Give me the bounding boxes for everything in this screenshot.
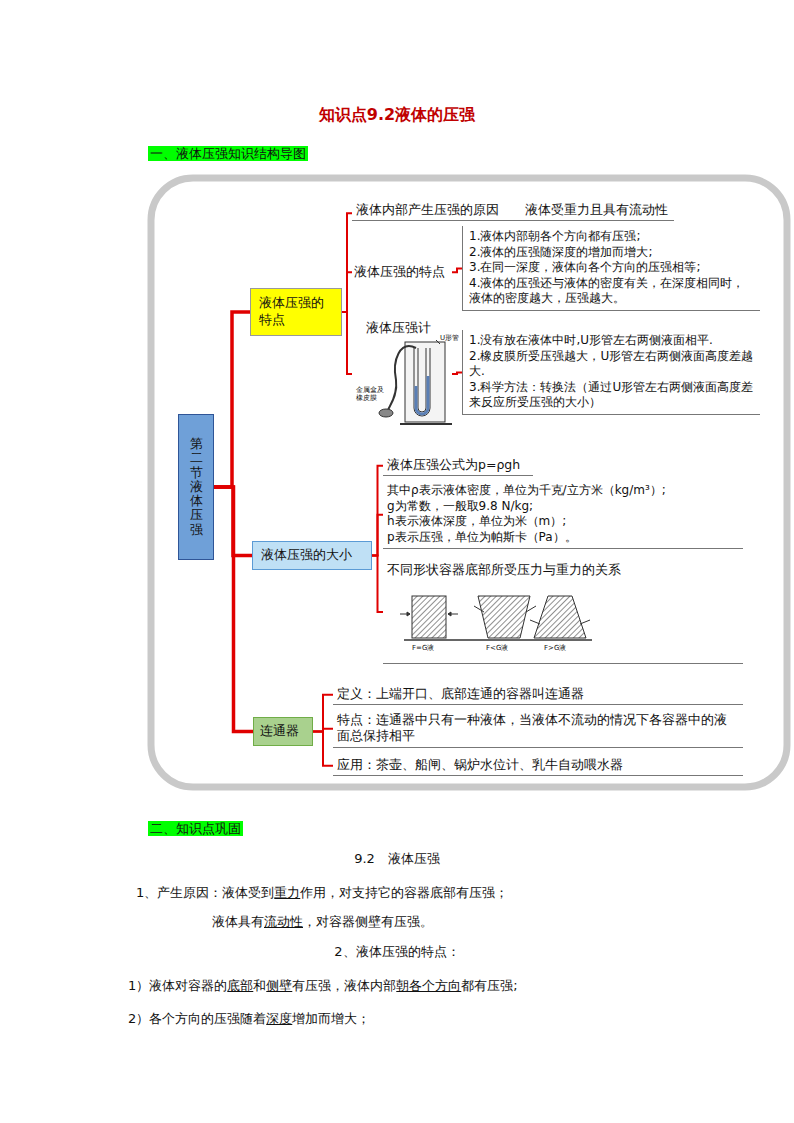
body-text: 朝各个方向 (396, 978, 461, 993)
leaf-item: 特点：连通器中只有一种液体，当液体不流动的情况下各容器中的液面总保持相平 (333, 710, 743, 748)
container-figure (400, 596, 592, 640)
text-line: 2、液体压强的特点： (0, 943, 794, 961)
figure-label: F>G液 (544, 644, 584, 652)
text-line: 9.2 液体压强 (0, 850, 794, 868)
node-text: 不同形状容器底部所受压力与重力的关系 (387, 562, 739, 578)
body-text: 2）各个方向的压强随着 (128, 1011, 266, 1026)
body-text: 作用，对支持它的容器底部有压强； (300, 885, 508, 900)
body-text: 2、液体压强的特点： (334, 944, 459, 959)
node-text: 1.没有放在液体中时,U形管左右两侧液面相平. (469, 333, 754, 349)
branch-box: 连通器 (253, 717, 313, 746)
body-text: 1）液体对容器的 (128, 978, 227, 993)
branch-connector (342, 213, 352, 312)
branch-connector (214, 312, 250, 487)
node-text: 定义：上端开口、底部连通的容器叫连通器 (337, 686, 739, 702)
leaf-item: 液体压强公式为p=ρgh (383, 455, 533, 476)
branch-connector (372, 555, 383, 612)
branch-connector (452, 372, 462, 374)
text-line: 2）各个方向的压强随着深度增加而增大； (128, 1010, 370, 1028)
text-line: 液体具有流动性，对容器侧壁有压强。 (212, 913, 433, 931)
body-text: 液体具有 (212, 914, 264, 929)
body-text: 9.2 液体压强 (354, 851, 440, 866)
body-text: 流动性 (264, 914, 303, 929)
node-text: 第二节液体压强 (190, 437, 203, 537)
leaf-item: 液体内部产生压强的原因 液体受重力且具有流动性 (352, 200, 674, 221)
branch-box: 液体压强的大小 (252, 541, 372, 570)
figure-label: U形管 (440, 334, 470, 342)
node-text: 液体压强公式为p=ρgh (387, 457, 529, 473)
text-line: 二、知识点巩固 (148, 820, 243, 838)
body-text: 深度 (266, 1011, 292, 1026)
branch-connector (372, 515, 383, 556)
body-text: 和 (253, 978, 266, 993)
body-text: 都有压强; (461, 978, 517, 993)
center-node: 第二节液体压强 (178, 414, 214, 560)
leaf-list: 1.没有放在液体中时,U形管左右两侧液面相平.2.橡皮膜所受压强越大，U形管左右… (462, 330, 760, 415)
leaf-item: 应用：茶壶、船闸、锅炉水位计、乳牛自动喂水器 (333, 755, 743, 776)
pressure-gauge (379, 340, 452, 424)
gauge-box: 液体压强计 (352, 318, 452, 430)
map-frame (151, 178, 787, 787)
branch-connector (342, 272, 352, 312)
node-text: 2.液体的压强随深度的增加而增大; (469, 245, 754, 261)
body-text: 增加而增大； (292, 1011, 370, 1026)
node-text: 液体压强的特点 (354, 264, 450, 280)
branch-box: 液体压强的特点 (250, 288, 342, 336)
branch-connector (452, 268, 462, 272)
node-text: 4.液体的压强还与液体的密度有关，在深度相同时，液体的密度越大，压强越大。 (469, 276, 754, 307)
node-text: g为常数，一般取9.8 N/kg; (387, 499, 739, 515)
node-text: p表示压强，单位为帕斯卡（Pa）。 (387, 530, 739, 546)
node-text: 3.在同一深度，液体向各个方向的压强相等; (469, 260, 754, 276)
node-text: 应用：茶壶、船闸、锅炉水位计、乳牛自动喂水器 (337, 757, 739, 773)
leaf-item: 定义：上端开口、底部连通的容器叫连通器 (333, 684, 743, 705)
node-text: 1.液体内部朝各个方向都有压强; (469, 229, 754, 245)
body-text: 重力 (274, 885, 300, 900)
node-text: 特点：连通器中只有一种液体，当液体不流动的情况下各容器中的液面总保持相平 (337, 712, 739, 745)
text-line: 1、产生原因：液体受到重力作用，对支持它的容器底部有压强； (136, 884, 508, 902)
page-title: 知识点9.2液体的压强 (0, 106, 794, 124)
body-text: 有压强，液体内部 (292, 978, 396, 993)
node-text: 液体受重力且具有流动性 (525, 202, 668, 218)
text-line: 一、液体压强知识结构导图 (148, 145, 308, 163)
branch-connector (372, 466, 383, 556)
body-text: 侧壁 (266, 978, 292, 993)
figure-label: 金属盒及橡皮膜 (356, 386, 384, 402)
node-text: 2.橡皮膜所受压强越大，U形管左右两侧液面高度差越大. (469, 349, 754, 380)
branch-connector (313, 731, 333, 765)
leaf-list: 其中ρ表示液体密度，单位为千克/立方米（kg/m³）;g为常数，一般取9.8 N… (383, 480, 743, 549)
node-text: 连通器 (260, 723, 306, 740)
node-text: 液体压强的特点 (259, 295, 333, 329)
branch-connector (313, 695, 333, 732)
node-text: 液体内部产生压强的原因 (356, 202, 499, 218)
node-text: h表示液体深度，单位为米（m）; (387, 514, 739, 530)
node-text: 液体压强计 (366, 320, 438, 336)
body-text: 底部 (227, 978, 253, 993)
node-text: 3.科学方法：转换法（通过U形管左右两侧液面高度差来反应所受压强的大小） (469, 380, 754, 411)
leaf-list: 1.液体内部朝各个方向都有压强;2.液体的压强随深度的增加而增大;3.在同一深度… (462, 226, 760, 311)
leaf-item: 液体压强的特点 (352, 262, 452, 282)
body-text: 1、产生原因：液体受到 (136, 885, 274, 900)
figure-label: F=G液 (412, 644, 452, 652)
node-text: 其中ρ表示液体密度，单位为千克/立方米（kg/m³）; (387, 483, 739, 499)
node-text: 液体压强的大小 (261, 547, 363, 564)
text-line: 1）液体对容器的底部和侧壁有压强，液体内部朝各个方向都有压强; (128, 977, 518, 995)
branch-connector (214, 487, 253, 731)
section-heading: 一、液体压强知识结构导图 (148, 146, 308, 161)
figure-label: F<G液 (486, 644, 526, 652)
section-heading: 二、知识点巩固 (148, 821, 243, 836)
body-text: ，对容器侧壁有压强。 (303, 914, 433, 929)
branch-connector (342, 312, 352, 374)
